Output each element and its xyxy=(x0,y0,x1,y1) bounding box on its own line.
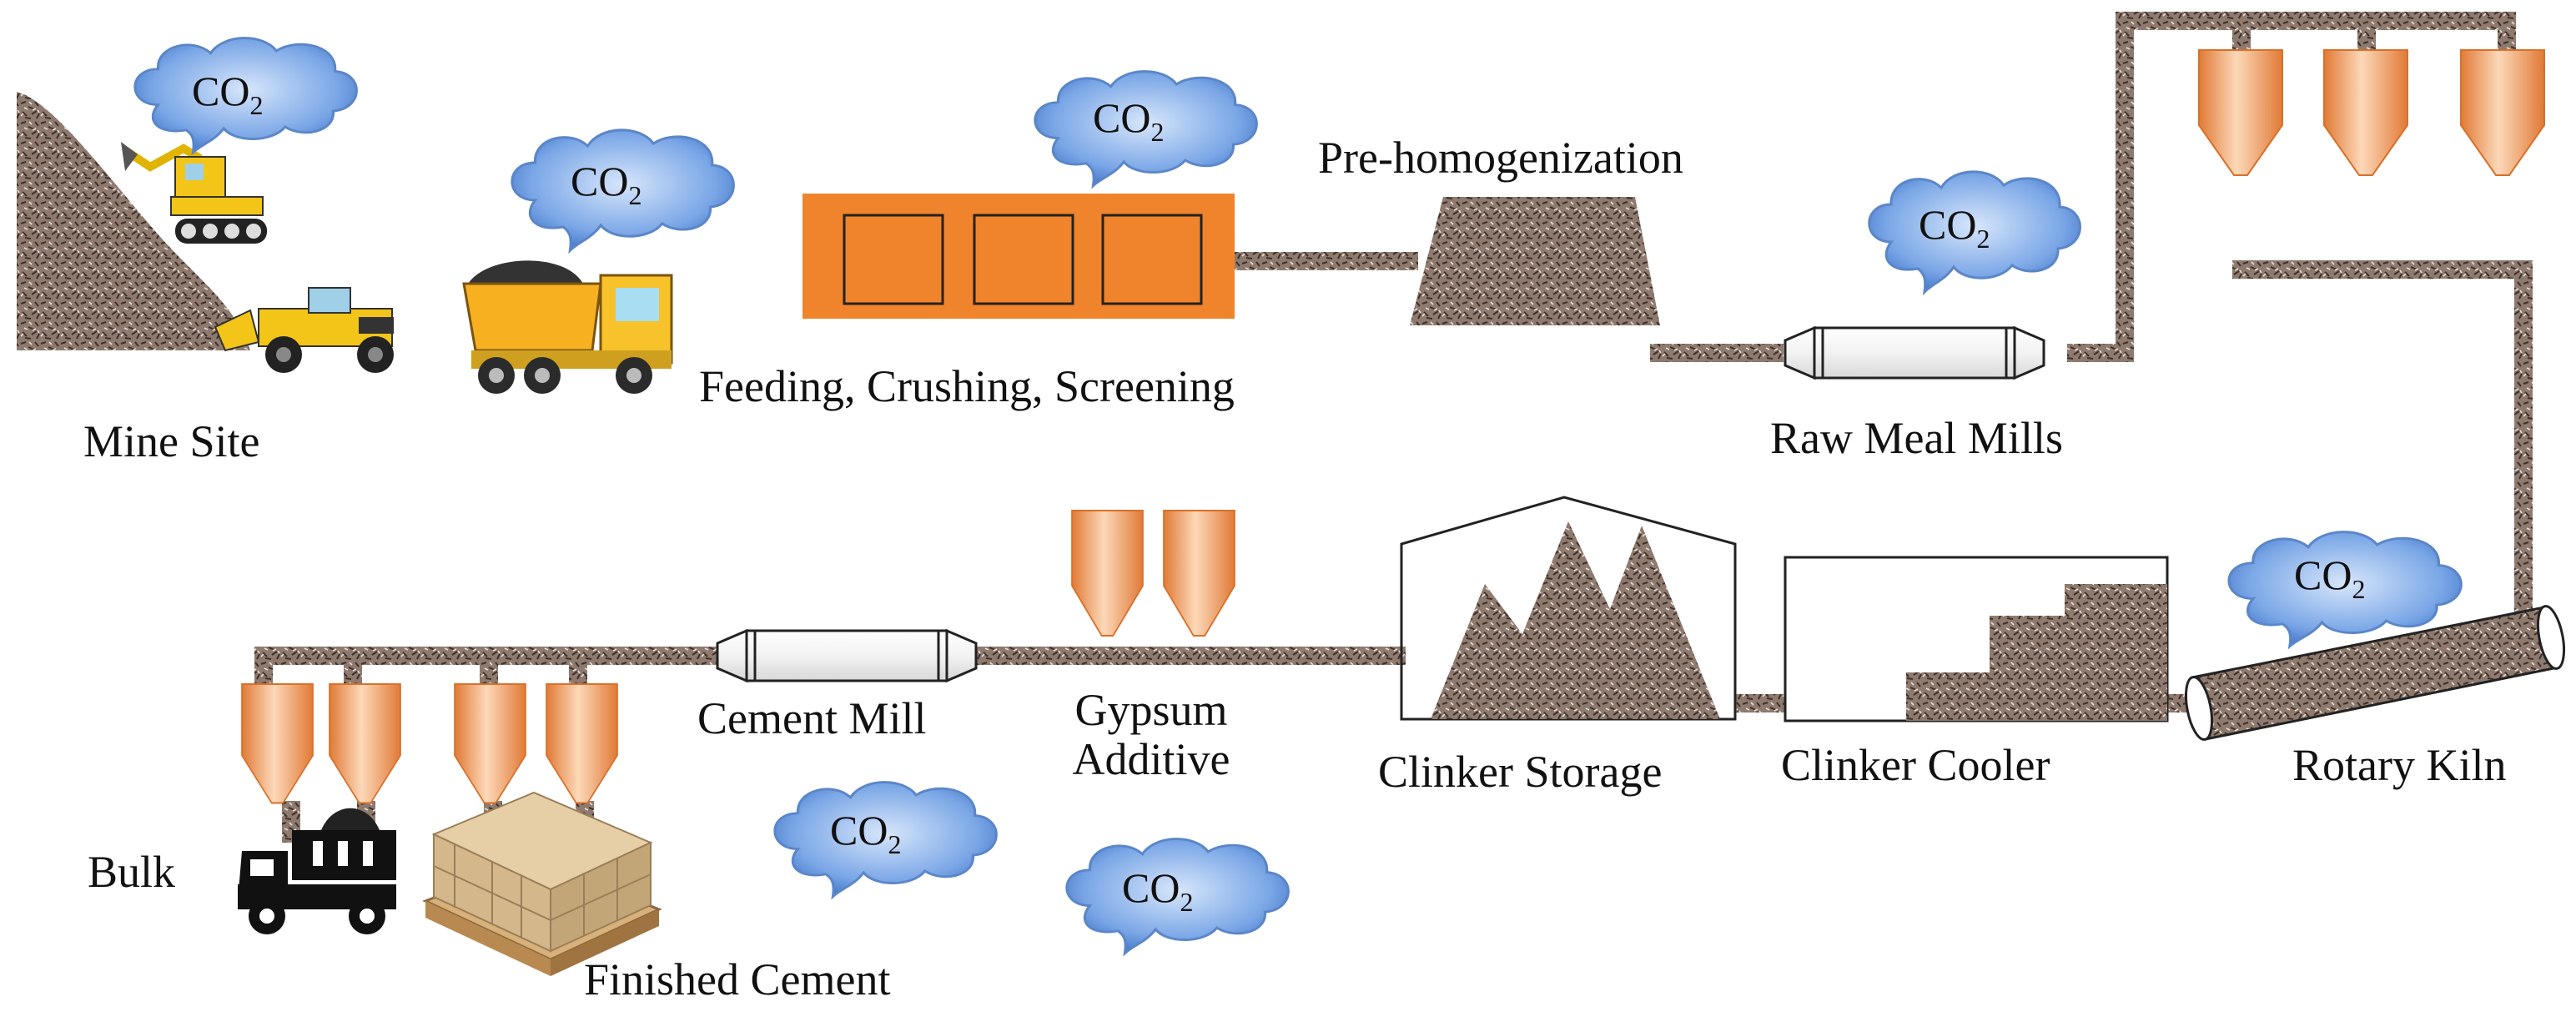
co2-label-3: CO2 xyxy=(1093,94,1165,147)
label-gypsum-additive: Gypsum Additive xyxy=(1055,685,1247,785)
cement-silo-4 xyxy=(546,683,618,804)
label-gypsum: Gypsum xyxy=(1074,685,1228,735)
label-additive: Additive xyxy=(1072,734,1230,785)
clinker-cooler xyxy=(1784,556,2169,722)
wheel-loader-icon xyxy=(214,287,394,373)
clinker-storage xyxy=(1400,496,1737,721)
co2-label-2: CO2 xyxy=(571,158,642,210)
label-feeding-crushing-screening: Feeding, Crushing, Screening xyxy=(699,361,1235,411)
cement-bags-pallet-icon xyxy=(422,791,662,976)
label-clinker-storage: Clinker Storage xyxy=(1378,747,1663,797)
cement-mill xyxy=(716,629,978,682)
co2-label-5: CO2 xyxy=(2294,551,2366,604)
label-bulk: Bulk xyxy=(88,847,176,897)
preheater-silo-1 xyxy=(2198,49,2283,176)
cement-silo-3 xyxy=(454,683,526,804)
label-rotary-kiln: Rotary Kiln xyxy=(2292,740,2507,790)
preheater-silo-2 xyxy=(2323,49,2408,176)
label-mine-site: Mine Site xyxy=(83,416,260,466)
dump-truck-icon xyxy=(462,260,673,394)
co2-label-1: CO2 xyxy=(192,68,264,120)
cement-silo-2 xyxy=(329,683,401,804)
cement-silo-1 xyxy=(241,683,314,804)
co2-label-7: CO2 xyxy=(1122,864,1194,917)
label-cement-mill: Cement Mill xyxy=(697,693,927,743)
label-raw-meal-mills: Raw Meal Mills xyxy=(1770,413,2063,463)
bulk-truck-icon xyxy=(238,808,396,934)
crusher-unit xyxy=(802,194,1235,319)
raw-meal-mill xyxy=(1784,326,2045,380)
preheater-silo-3 xyxy=(2460,49,2545,176)
co2-label-6: CO2 xyxy=(830,807,902,859)
rotary-kiln xyxy=(2184,605,2566,741)
label-finished-cement: Finished Cement xyxy=(584,954,891,1004)
gypsum-silo-1 xyxy=(1071,510,1144,637)
gypsum-silo-2 xyxy=(1163,510,1235,637)
prehomogenization-pile xyxy=(1410,197,1660,325)
excavator-icon xyxy=(121,142,267,244)
label-clinker-cooler: Clinker Cooler xyxy=(1781,740,2050,790)
label-pre-homogenization: Pre-homogenization xyxy=(1318,133,1683,183)
mine-site-hill xyxy=(17,92,250,350)
co2-label-4: CO2 xyxy=(1919,201,1990,254)
